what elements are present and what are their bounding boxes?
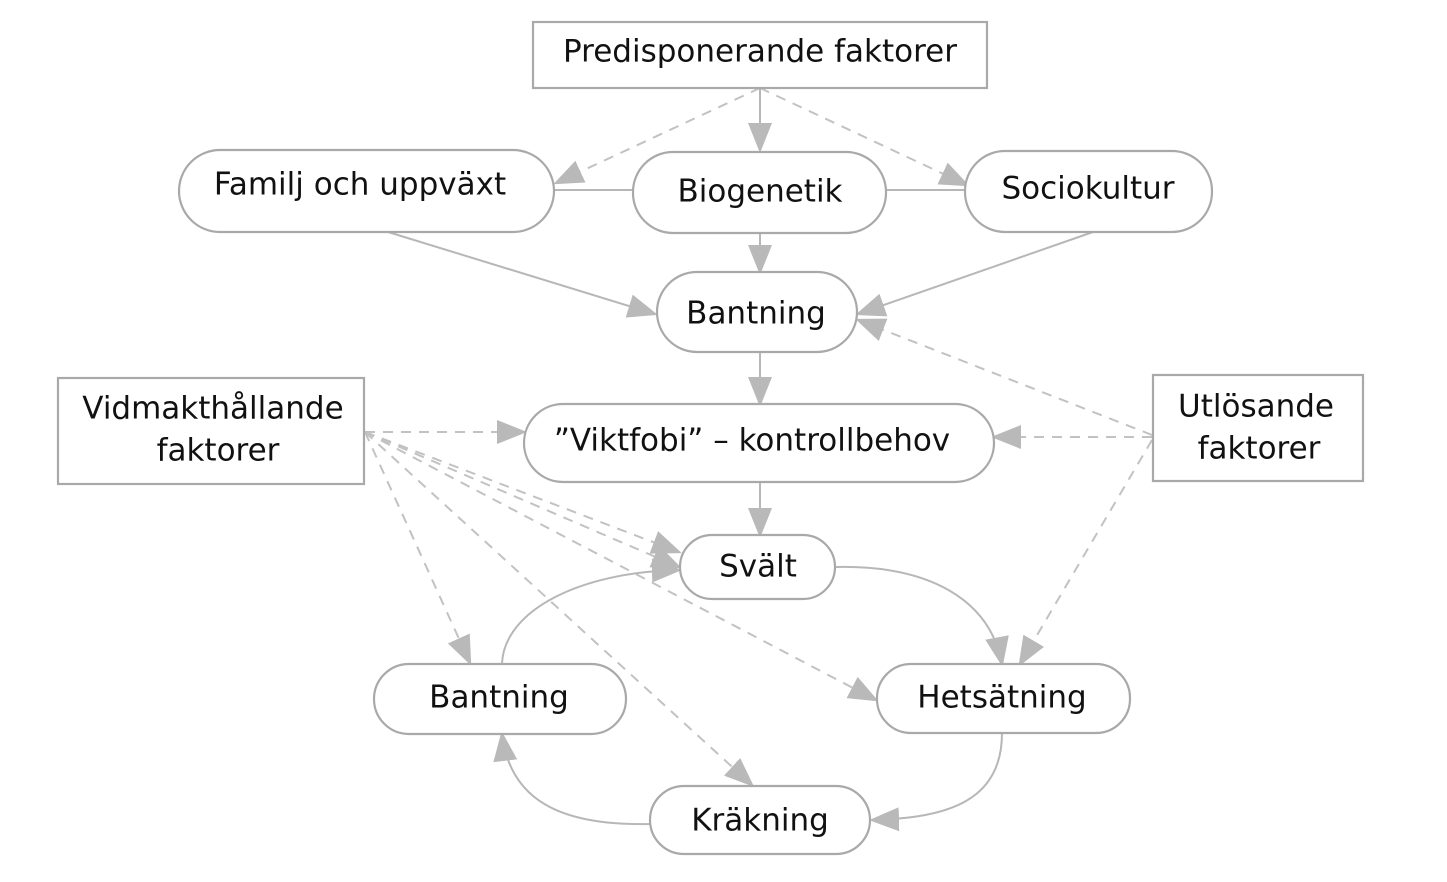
node-bantning-top: Bantning xyxy=(655,270,859,354)
edge-svalt-to-hetsatning xyxy=(835,565,1009,667)
edge-hetsatning-to-krakning xyxy=(869,732,1003,832)
node-familj-label: Familj och uppväxt xyxy=(214,167,506,203)
node-utlosande-line2: faktorer xyxy=(1198,431,1321,467)
edge-vidmakt-to-krakning xyxy=(364,431,755,788)
node-hetsatning: Hetsätning xyxy=(875,662,1132,735)
node-bantning-bottom-label: Bantning xyxy=(429,680,569,716)
edge-vidmakt-to-svalt-2 xyxy=(364,431,682,569)
edge-pred-to-familj xyxy=(553,87,761,185)
node-krakning: Kräkning xyxy=(648,784,872,856)
edge-vidmakt-to-hetsatning xyxy=(364,431,879,702)
node-utlosande-line1: Utlösande xyxy=(1178,389,1334,425)
nodes: Predisponerande faktorer Familj och uppv… xyxy=(56,20,1365,856)
node-svalt: Svält xyxy=(678,533,837,601)
edge-bantning-bottom-to-svalt xyxy=(501,558,682,664)
node-viktfobi: ”Viktfobi” – kontrollbehov xyxy=(522,402,996,484)
node-vidmakthallande: Vidmakthållande faktorer xyxy=(56,376,366,486)
node-vidmakthallande-line2: faktorer xyxy=(157,433,280,469)
edge-vidmakt-to-svalt-1 xyxy=(364,431,682,554)
edge-pred-to-sociokultur xyxy=(759,87,970,187)
node-sociokultur: Sociokultur xyxy=(963,149,1214,234)
edge-krakning-to-bantning-bottom xyxy=(493,731,651,826)
node-bantning-top-label: Bantning xyxy=(686,296,826,332)
node-utlosande: Utlösande faktorer xyxy=(1151,373,1365,483)
node-viktfobi-label: ”Viktfobi” – kontrollbehov xyxy=(554,423,950,459)
node-biogenetik-label: Biogenetik xyxy=(677,174,842,210)
node-krakning-label: Kräkning xyxy=(691,803,829,839)
edges xyxy=(364,87,1153,832)
node-sociokultur-label: Sociokultur xyxy=(1001,171,1174,207)
node-biogenetik: Biogenetik xyxy=(631,150,888,235)
edge-utlosande-to-hetsatning xyxy=(1018,439,1153,667)
node-vidmakthallande-line1: Vidmakthållande xyxy=(82,391,343,427)
node-predisponerande: Predisponerande faktorer xyxy=(531,20,989,90)
edge-vidmakt-to-bantning-bottom xyxy=(364,431,472,666)
edge-familj-to-bantning xyxy=(387,231,658,318)
edge-sociokultur-to-bantning xyxy=(855,231,1094,317)
node-bantning-bottom: Bantning xyxy=(372,662,628,736)
node-svalt-label: Svält xyxy=(719,549,797,585)
node-hetsatning-label: Hetsätning xyxy=(917,680,1086,716)
node-predisponerande-label: Predisponerande faktorer xyxy=(563,34,957,70)
node-familj: Familj och uppväxt xyxy=(177,148,556,234)
